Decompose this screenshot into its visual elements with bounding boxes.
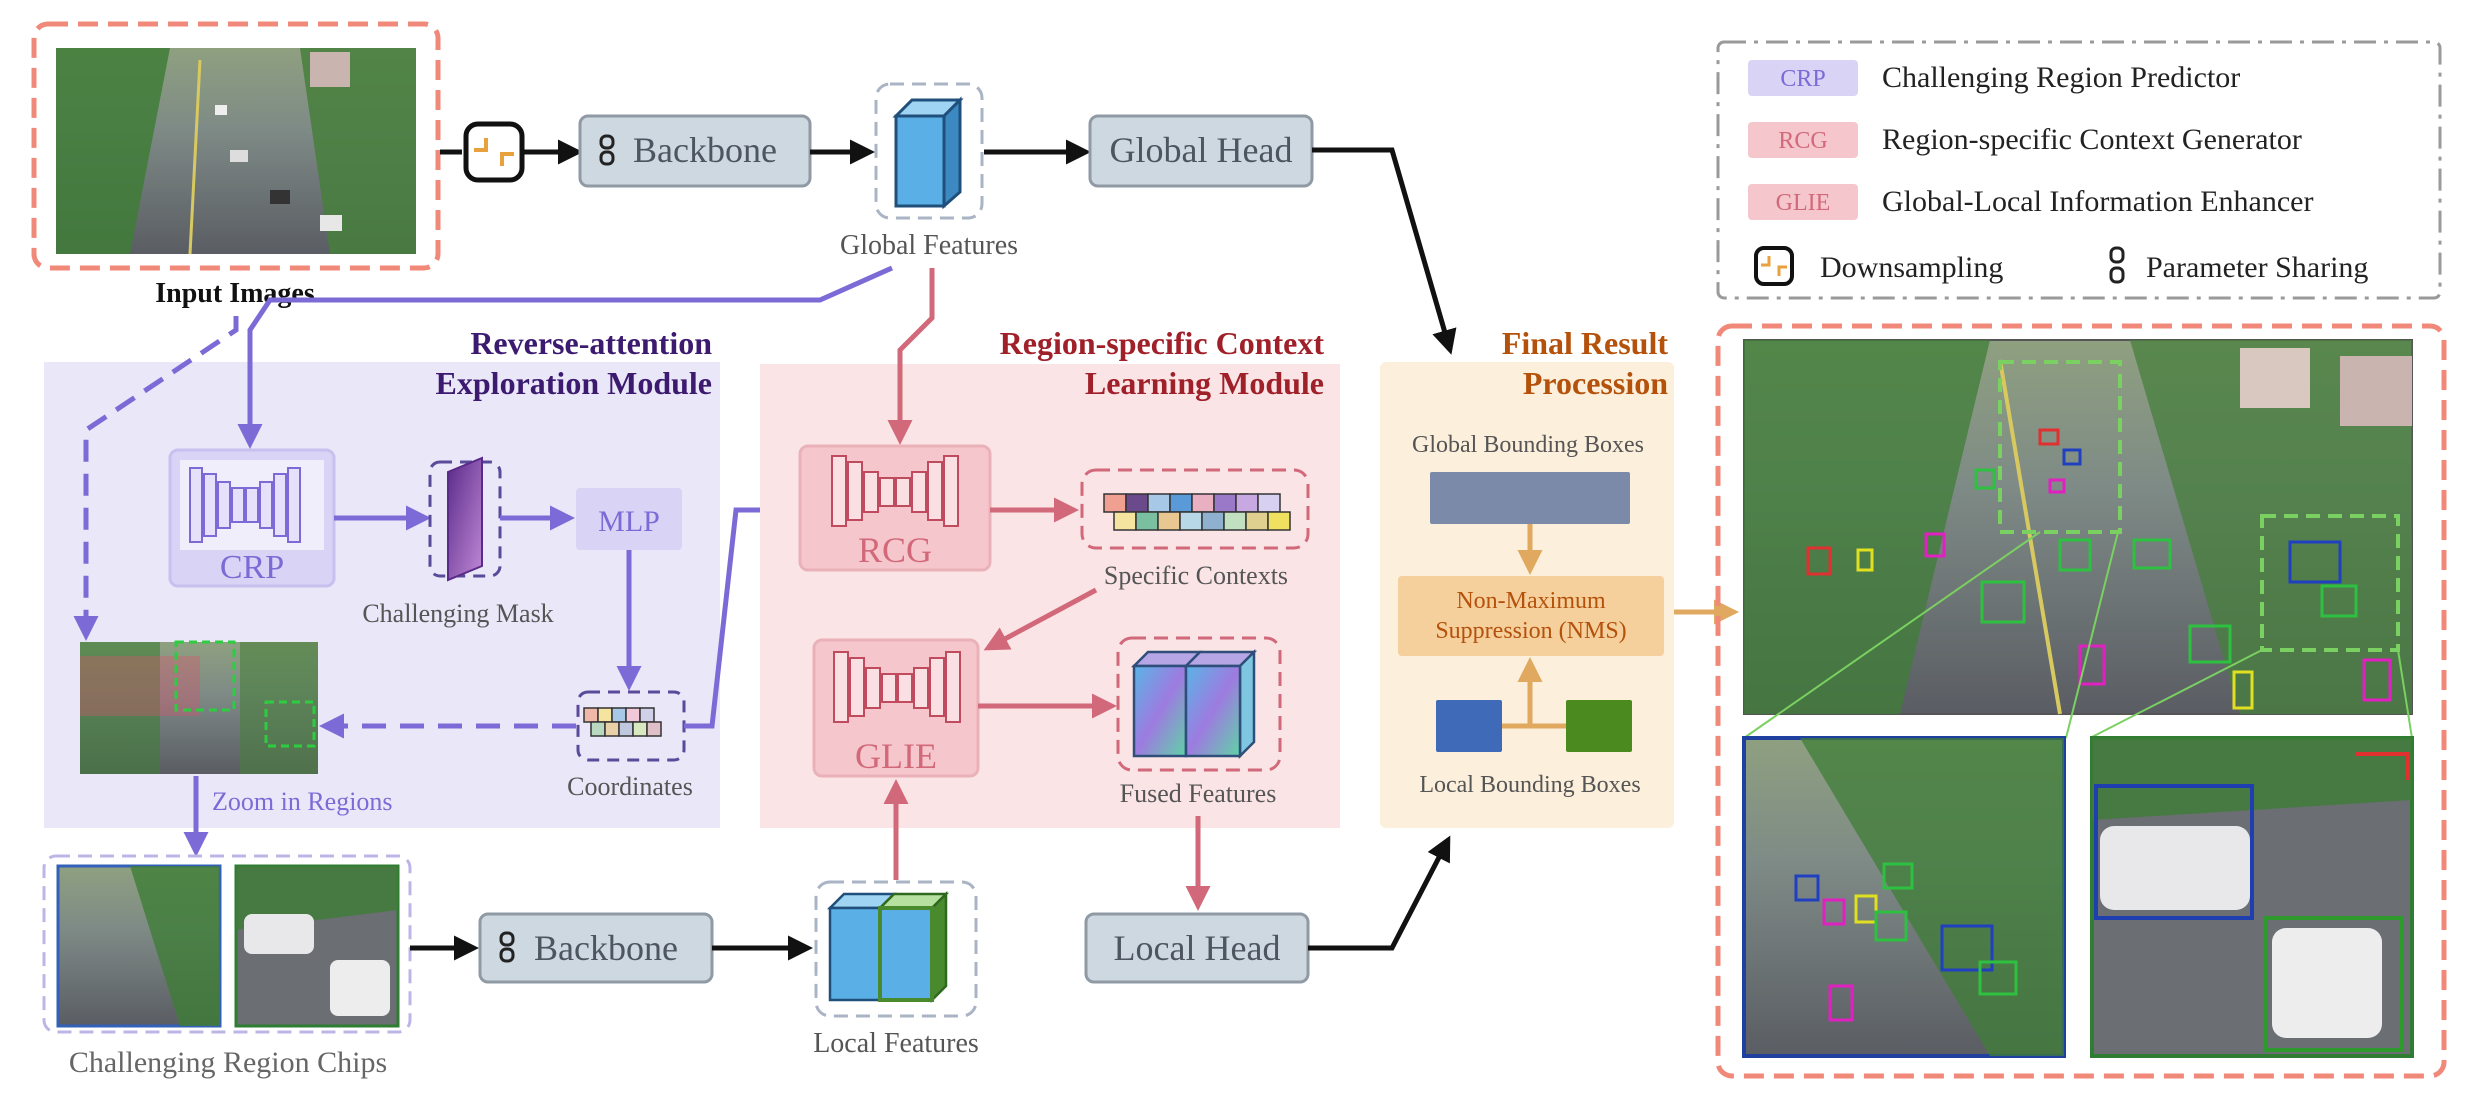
mlp-label: MLP [598,505,660,538]
local-box-green [1566,700,1632,752]
crp-label: CRP [220,549,284,586]
legend-panel: CRP Challenging Region Predictor RCG Reg… [1716,40,2442,300]
cnn-block-icon [831,455,959,527]
input-images-caption: Input Images [155,278,315,309]
nms-label-line2: Suppression (NMS) [1435,618,1626,644]
input-image-frame [31,21,441,271]
feature-cube-icon [892,96,964,210]
crp-block: CRP [168,448,336,588]
feature-cube-icon [826,890,950,1004]
global-features-label: Global Features [840,230,1018,261]
challenging-mask-block [428,456,502,582]
rcl-title-line2: Learning Module [1085,365,1324,401]
global-features-block [874,82,984,220]
coordinates-block [576,690,686,762]
parameter-sharing-icon [2109,246,2125,284]
legend-parameter-sharing: Parameter Sharing [2146,251,2368,284]
rcg-block: RCG [798,444,992,572]
local-box-blue [1436,700,1502,752]
zoom-in-regions-label: Zoom in Regions [212,787,393,816]
specific-contexts-block [1080,468,1310,550]
legend-crp-tag: CRP [1780,66,1825,92]
mlp-block: MLP [576,488,682,550]
challenging-region-chips [42,854,412,1034]
challenging-mask-label: Challenging Mask [362,599,553,628]
rem-title-line2: Exploration Module [436,365,712,401]
legend-glie-text: Global-Local Information Enhancer [1882,185,2313,218]
final-title-line2: Procession [1523,365,1668,401]
top-backbone-block: Backbone [578,114,812,188]
cnn-block-icon [833,651,961,723]
rem-title-line1: Reverse-attention [470,325,712,361]
legend-rcg-tag: RCG [1778,128,1827,154]
parameter-sharing-icon [499,931,515,963]
feature-cube-icon [1130,648,1258,760]
downsampling-icon [463,121,525,183]
rcg-label: RCG [858,530,932,570]
parameter-sharing-icon [599,134,615,166]
coordinates-label: Coordinates [567,772,693,801]
cnn-block-icon [189,467,301,543]
fused-features-block [1116,636,1282,772]
nms-block: Non-Maximum Suppression (NMS) [1398,576,1664,656]
zoom-region-image [80,640,318,774]
results-panel [1715,323,2447,1079]
local-features-block [814,880,978,1018]
glie-label: GLIE [855,736,937,776]
global-bounding-boxes-bar [1430,472,1630,524]
challenging-region-chips-label: Challenging Region Chips [69,1046,387,1079]
local-bounding-boxes-label: Local Bounding Boxes [1419,772,1640,798]
local-features-label: Local Features [813,1028,979,1059]
nms-label-line1: Non-Maximum [1456,588,1606,614]
final-title-line1: Final Result [1502,325,1669,361]
bottom-backbone-block: Backbone [478,912,714,984]
legend-rcg-text: Region-specific Context Generator [1882,123,2302,156]
bottom-backbone-label: Backbone [534,928,678,968]
legend-crp-text: Challenging Region Predictor [1882,61,2240,94]
global-bounding-boxes-label: Global Bounding Boxes [1412,432,1644,458]
rcl-title-line1: Region-specific Context [1000,325,1325,361]
local-head-block: Local Head [1084,912,1310,984]
global-head-block: Global Head [1088,114,1314,188]
legend-glie-tag: GLIE [1776,190,1831,216]
top-backbone-label: Backbone [633,130,777,170]
legend-downsampling: Downsampling [1820,251,2003,284]
global-head-label: Global Head [1110,130,1293,170]
glie-block: GLIE [812,638,980,778]
downsampling-icon [1754,246,1794,286]
fused-features-label: Fused Features [1120,779,1277,808]
local-head-label: Local Head [1114,928,1281,968]
specific-contexts-label: Specific Contexts [1104,561,1288,590]
